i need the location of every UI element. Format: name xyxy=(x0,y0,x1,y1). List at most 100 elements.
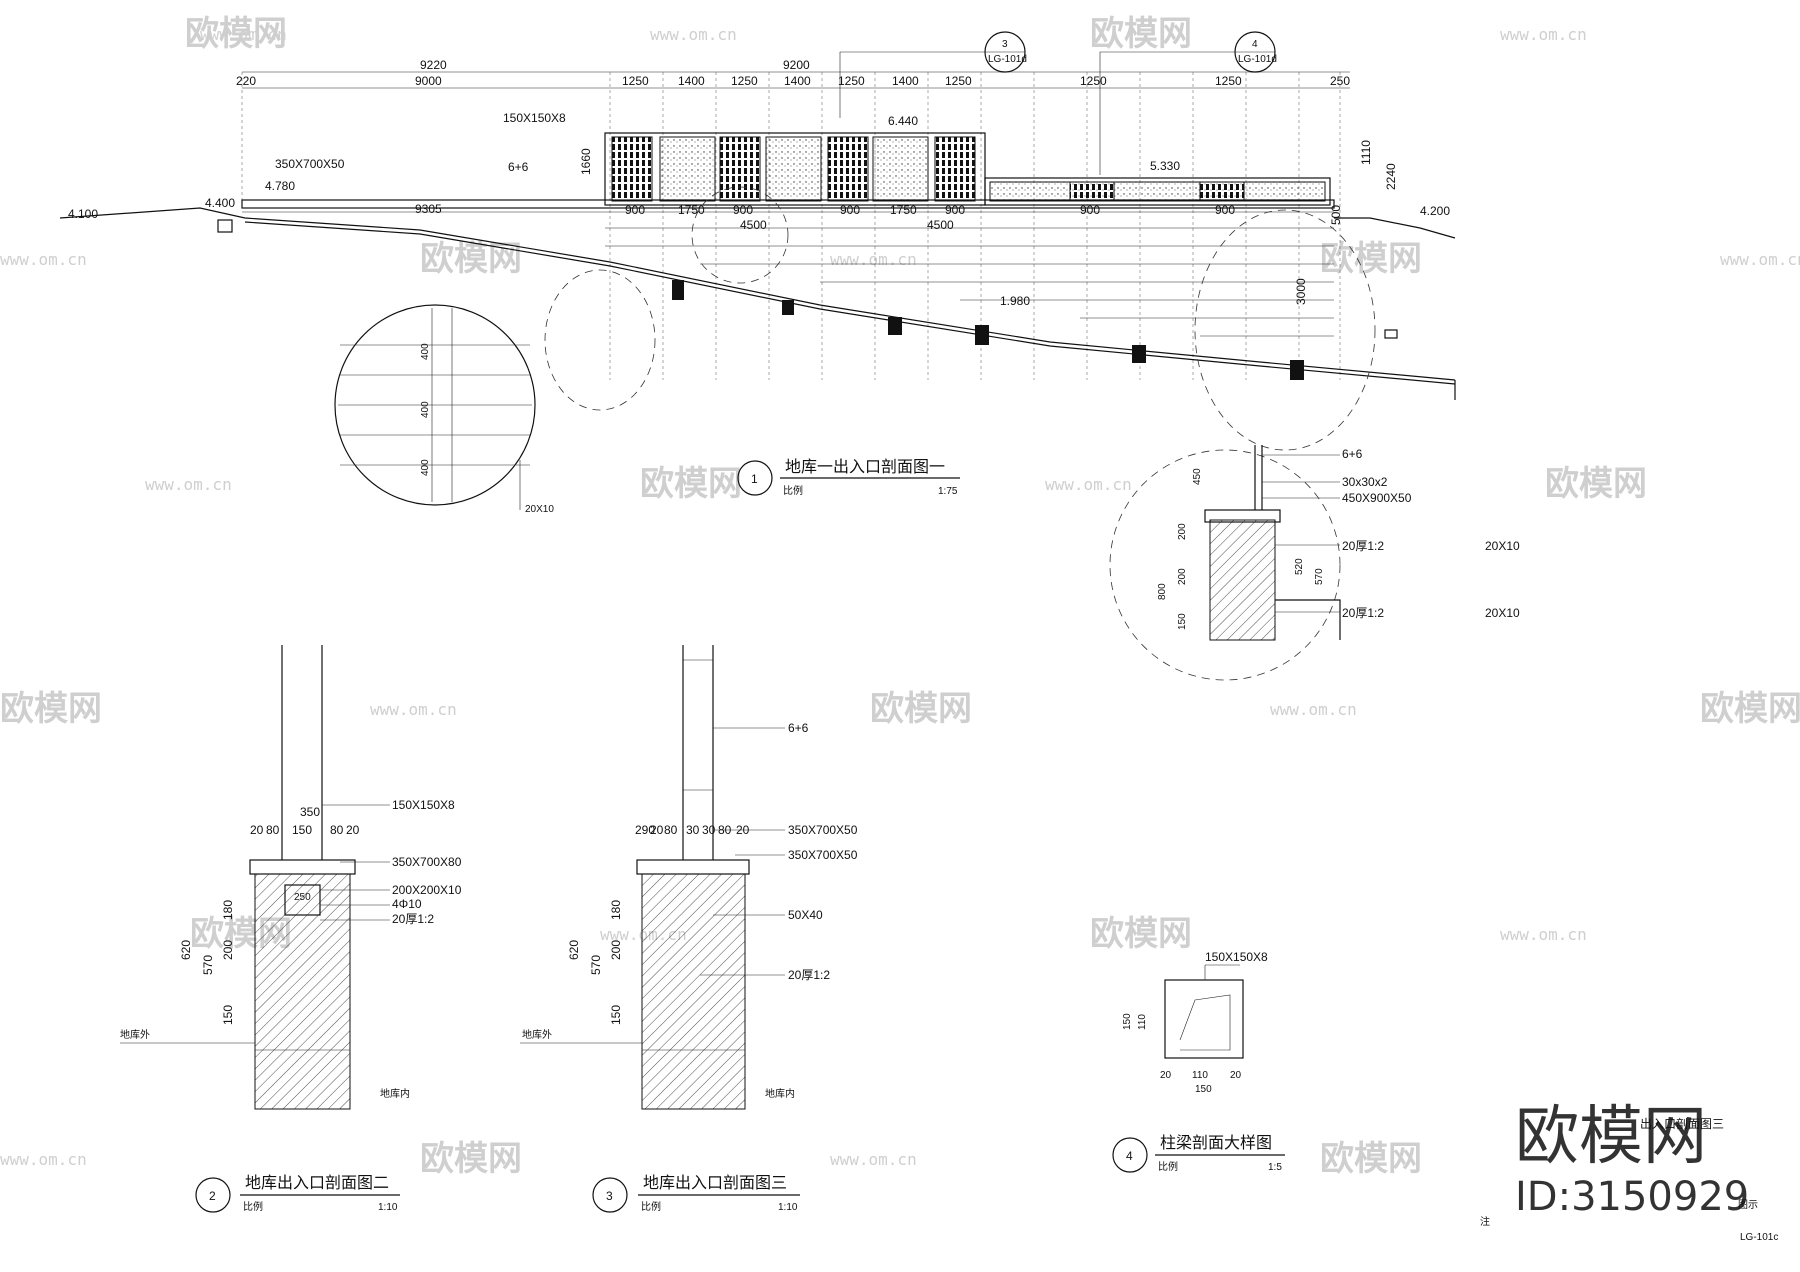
beam xyxy=(975,325,989,345)
detail-reference-bubble-4[interactable]: 4 LG-101d xyxy=(1234,31,1277,73)
wall-cap xyxy=(1204,509,1281,523)
svg-text:欧模网: 欧模网 xyxy=(1090,14,1192,54)
callout-label: 350X700X50 xyxy=(788,848,858,862)
embed-plate xyxy=(284,884,321,916)
watermark-brand: 欧模网 xyxy=(640,464,742,504)
watermark-url: www.om.cn xyxy=(650,25,737,44)
svg-text:20X10: 20X10 xyxy=(525,504,554,515)
beam xyxy=(888,317,902,335)
brand-logo-watermark: 欧模网 xyxy=(1515,1100,1707,1174)
dim-seg: 1400 xyxy=(892,74,919,88)
canopy-frame-low xyxy=(984,177,1331,206)
svg-text:4: 4 xyxy=(1252,39,1258,50)
dim-seg-low: 900 xyxy=(1080,203,1100,217)
svg-text:3: 3 xyxy=(1002,39,1008,50)
ramp-profile xyxy=(59,207,1456,381)
svg-text:地库内: 地库内 xyxy=(380,1087,410,1100)
detail-label: 20厚1:2 xyxy=(1342,606,1384,620)
svg-text:20: 20 xyxy=(250,823,264,837)
scale-label: 比例 xyxy=(783,484,803,497)
dim-seg: 1250 xyxy=(731,74,758,88)
svg-text:200: 200 xyxy=(609,940,623,960)
section-title: 地库一出入口剖面图一 xyxy=(785,458,945,476)
svg-text:地库出入口剖面图三: 地库出入口剖面图三 xyxy=(643,1174,787,1192)
dim-seg: 1400 xyxy=(784,74,811,88)
svg-text:欧模网: 欧模网 xyxy=(640,464,742,504)
svg-text:150: 150 xyxy=(221,1005,235,1025)
svg-text:400: 400 xyxy=(420,401,431,418)
svg-text:欧模网: 欧模网 xyxy=(1320,1139,1422,1179)
elevation-mark: 4.200 xyxy=(1420,204,1450,218)
svg-text:180: 180 xyxy=(609,900,623,920)
svg-text:570: 570 xyxy=(201,955,215,975)
dim-total-right: 9200 xyxy=(783,58,810,72)
concrete-wall xyxy=(641,873,746,1110)
elevation-mark: 4.780 xyxy=(265,179,295,193)
wall-body xyxy=(1209,519,1276,641)
svg-text:地库外: 地库外 xyxy=(522,1028,552,1041)
dim-seg: 1250 xyxy=(1215,74,1242,88)
detail-label: 30x30x2 xyxy=(1342,475,1388,489)
concrete-wall xyxy=(254,873,351,1110)
svg-text:400: 400 xyxy=(420,459,431,476)
callout-label: 150X150X8 xyxy=(392,798,455,812)
svg-text:地库内: 地库内 xyxy=(765,1087,795,1100)
svg-text:150: 150 xyxy=(1177,613,1188,630)
svg-text:80: 80 xyxy=(266,823,280,837)
svg-text:4: 4 xyxy=(1126,1149,1133,1163)
detail-label: 6+6 xyxy=(1342,447,1363,461)
svg-text:欧模网: 欧模网 xyxy=(420,239,522,279)
watermark-brand: 欧模网 xyxy=(1320,1139,1422,1179)
partial-title: 出入口剖面图三 xyxy=(1640,1117,1724,1131)
elevation-mark: 4.100 xyxy=(68,207,98,221)
lattice-panel xyxy=(1199,181,1245,202)
svg-text:200: 200 xyxy=(1177,568,1188,585)
dim-seg: 9000 xyxy=(415,74,442,88)
watermark-brand: 欧模网 xyxy=(1320,239,1422,279)
label-height: 3000 xyxy=(1294,278,1308,305)
svg-text:欧模网: 欧模网 xyxy=(0,689,102,729)
section-2-title-block: 2 地库出入口剖面图二 比例 1:10 xyxy=(195,1174,400,1213)
svg-text:3: 3 xyxy=(606,1189,613,1203)
watermark-url: www.om.cn xyxy=(370,700,457,719)
watermark-url: www.om.cn xyxy=(1500,25,1587,44)
svg-text:20: 20 xyxy=(346,823,360,837)
svg-text:欧模网: 欧模网 xyxy=(1545,464,1647,504)
scale-value: 1:75 xyxy=(938,486,958,497)
svg-text:620: 620 xyxy=(567,940,581,960)
watermark-url: www.om.cn xyxy=(1720,250,1800,269)
detail-label: 450X900X50 xyxy=(1342,491,1412,505)
dim-seg-low: 900 xyxy=(840,203,860,217)
watermark-brand: 欧模网 xyxy=(1700,689,1800,729)
dim-seg-low: 1750 xyxy=(678,203,705,217)
grid-lines xyxy=(241,72,1341,380)
svg-text:110: 110 xyxy=(1137,1014,1148,1030)
detail-callout-circle xyxy=(544,269,656,411)
dim-seg: 1250 xyxy=(945,74,972,88)
detail-label: 20厚1:2 xyxy=(1342,539,1384,553)
dim-seg-low: 900 xyxy=(1215,203,1235,217)
svg-text:30: 30 xyxy=(686,823,700,837)
svg-text:比例: 比例 xyxy=(243,1200,263,1213)
svg-text:620: 620 xyxy=(179,940,193,960)
svg-text:350: 350 xyxy=(300,805,320,819)
svg-text:比例: 比例 xyxy=(641,1200,661,1213)
detail-note: 20X10 xyxy=(1485,539,1520,553)
dim-seg: 1250 xyxy=(838,74,865,88)
detail-reference-bubble-3[interactable]: 3 LG-101d xyxy=(984,31,1027,73)
label-cap-size: 350X700X50 xyxy=(275,157,345,171)
svg-text:520: 520 xyxy=(1294,558,1305,575)
glass-panel xyxy=(765,136,822,202)
glass-panel xyxy=(659,136,716,202)
section-2-detail: 350 20 80 150 80 20 250 620 570 180 200 … xyxy=(120,645,462,1213)
callout-label: 20厚1:2 xyxy=(392,912,434,926)
watermark-url: www.om.cn xyxy=(830,1150,917,1169)
detail-note: 20X10 xyxy=(1485,606,1520,620)
watermark-url: www.om.cn xyxy=(1045,475,1132,494)
svg-text:110: 110 xyxy=(1192,1070,1208,1081)
detail-callout-circle xyxy=(691,186,789,284)
svg-text:570: 570 xyxy=(1314,568,1325,585)
label-height: 2240 xyxy=(1384,163,1398,190)
beam xyxy=(1290,360,1304,380)
callout-label: 350X700X80 xyxy=(392,855,462,869)
